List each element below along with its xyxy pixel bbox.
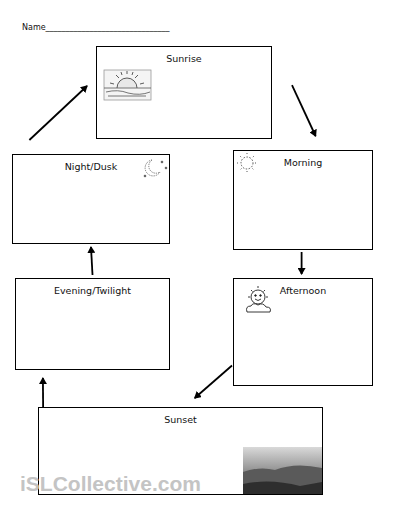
morning-box: Morning xyxy=(233,150,373,250)
star-dot xyxy=(144,175,146,177)
flow-arrow xyxy=(301,252,303,274)
star-dot xyxy=(165,167,167,169)
watermark-text: iSLCollective.com xyxy=(20,472,201,496)
sun-circle xyxy=(241,157,253,169)
box-title: Afternoon xyxy=(234,285,372,296)
star-dot xyxy=(161,161,163,163)
flow-arrow xyxy=(42,378,44,407)
flow-arrow xyxy=(292,85,316,136)
sun-smile xyxy=(255,299,261,301)
sun-rays xyxy=(237,153,257,173)
flow-arrow xyxy=(195,365,232,398)
sun-eye xyxy=(260,295,262,297)
photo-sky xyxy=(243,447,322,494)
moon-shape xyxy=(145,160,160,176)
box-title: Sunrise xyxy=(97,53,271,64)
box-title: Night/Dusk xyxy=(13,161,169,172)
flow-arrow xyxy=(29,86,87,140)
photo-hills xyxy=(243,465,322,494)
sun-face xyxy=(251,290,265,304)
box-title: Evening/Twilight xyxy=(16,285,169,296)
name-line: Name_______________________________ xyxy=(22,23,170,32)
sun-half xyxy=(117,78,137,88)
box-title: Sunset xyxy=(39,414,322,425)
photo-foreground xyxy=(243,481,322,494)
sunset-photo xyxy=(243,447,322,494)
sun-rays xyxy=(248,286,268,297)
sun-rays xyxy=(110,71,144,84)
morning-sun-icon xyxy=(237,153,257,173)
box-title: Morning xyxy=(234,157,372,168)
sun-eye xyxy=(255,295,257,297)
sunrise-picture xyxy=(104,70,151,100)
sunrise-box: Sunrise xyxy=(96,46,272,139)
night-moon-icon xyxy=(144,160,167,177)
night-box: Night/Dusk xyxy=(12,154,170,244)
cloud-shape xyxy=(247,304,271,312)
landscape-lines xyxy=(104,88,151,96)
evening-box: Evening/Twilight xyxy=(15,278,170,370)
afternoon-sun-icon xyxy=(247,286,271,312)
afternoon-box: Afternoon xyxy=(233,278,373,386)
picture-frame xyxy=(104,70,151,100)
flow-arrow xyxy=(91,247,93,275)
